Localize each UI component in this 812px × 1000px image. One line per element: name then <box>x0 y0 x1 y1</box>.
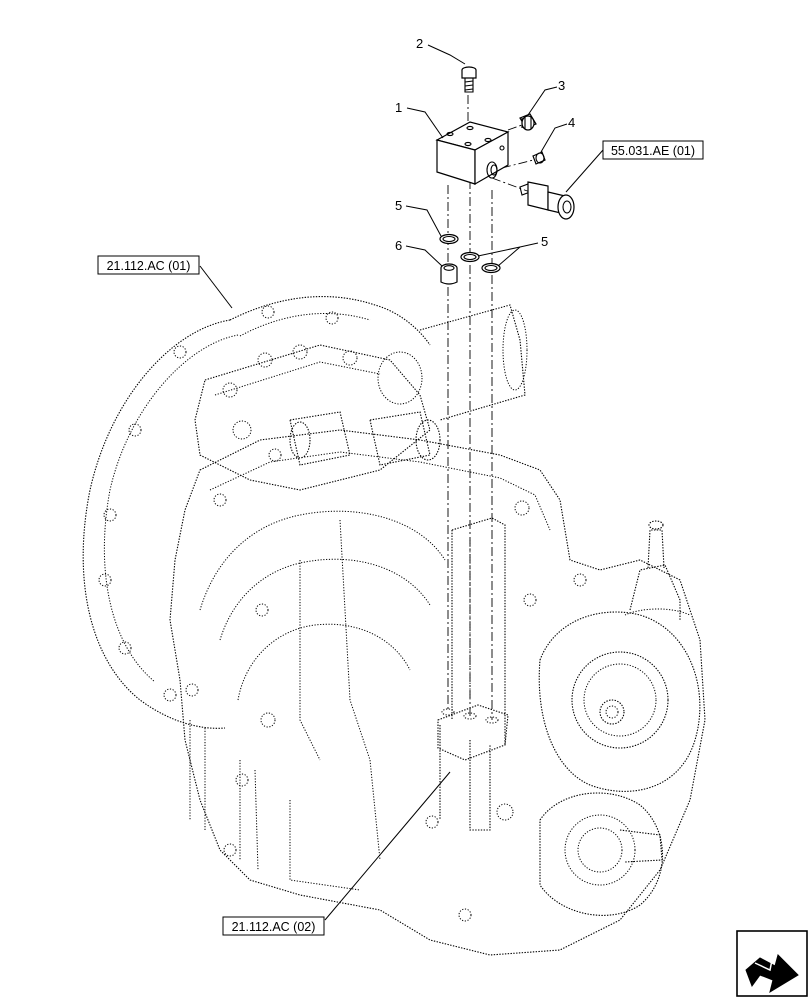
callout-5b: 5 <box>541 234 548 249</box>
next-page-arrow-icon[interactable] <box>736 930 808 997</box>
reference-55-031-ae-01[interactable]: 55.031.AE (01) <box>602 140 704 160</box>
reference-21-112-ac-02-label: 21.112.AC (02) <box>232 920 316 934</box>
callout-4: 4 <box>568 115 575 130</box>
reference-21-112-ac-02[interactable]: 21.112.AC (02) <box>222 916 325 936</box>
body-bolts <box>185 493 587 922</box>
part-5-o-rings <box>439 233 501 274</box>
reference-55-031-ae-01-label: 55.031.AE (01) <box>611 144 695 158</box>
pressure-sensor <box>519 181 575 220</box>
part-2-bolt <box>461 66 477 93</box>
callout-3: 3 <box>558 78 565 93</box>
callout-2: 2 <box>416 36 423 51</box>
part-1-valve-block <box>435 121 510 186</box>
reference-21-112-ac-01[interactable]: 21.112.AC (01) <box>97 255 200 275</box>
reference-21-112-ac-01-label: 21.112.AC (01) <box>107 259 191 273</box>
part-6-sleeve <box>440 263 458 285</box>
callout-6: 6 <box>395 238 402 253</box>
valve-bolts <box>222 344 358 462</box>
callout-5a: 5 <box>395 198 402 213</box>
callout-leaders <box>199 44 604 921</box>
part-4-plug <box>532 151 546 165</box>
transmission-assembly <box>82 296 706 956</box>
callout-1: 1 <box>395 100 402 115</box>
part-3-fitting <box>519 113 537 131</box>
flange-bolt-holes <box>98 305 339 702</box>
